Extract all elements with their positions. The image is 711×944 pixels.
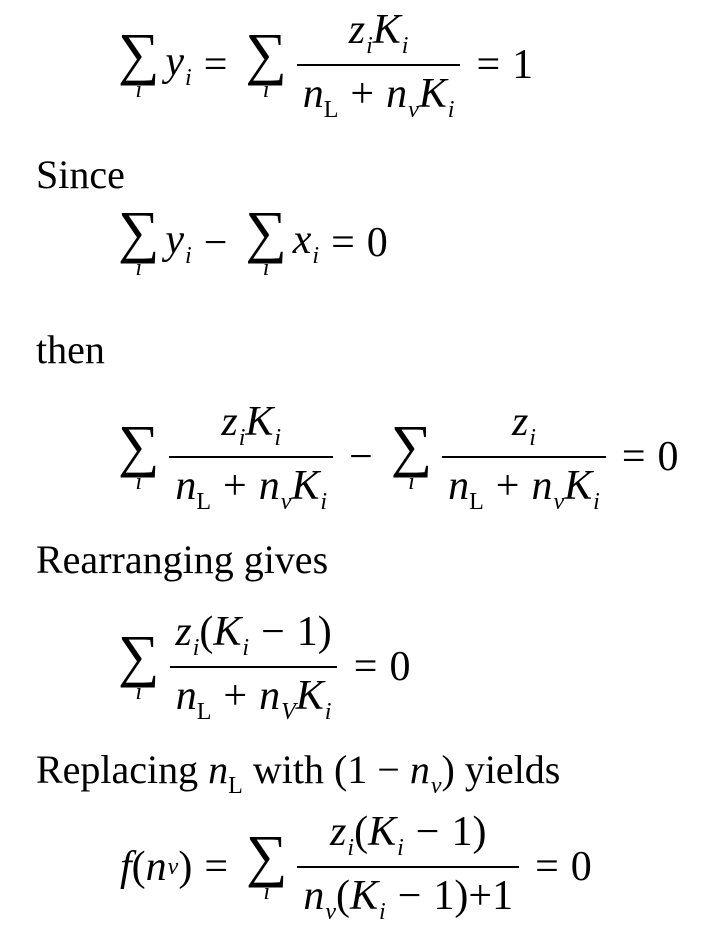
equation-difference: ∑i ziKi nL+nvKi − ∑i zi nL+nvKi =0 [118,399,679,515]
text-then: then [36,327,105,372]
equation-rearranged: ∑i zi(Ki−1) nL+nVKi =0 [118,609,411,725]
text-since: Since [36,152,125,197]
fraction: ziKi nL+nvKi [296,6,461,124]
summation: ∑i [118,20,160,104]
equation-sum-y-minus-sum-x: ∑i yi − ∑i xi =0 [118,199,388,282]
text-replacing: Replacing nL with (1 − nv) yields [36,747,561,799]
text-rearranging: Rearranging gives [36,537,329,582]
equation-sum-y-equals-1: ∑i yi = ∑i ziKi nL+nvKi =1 [118,6,534,124]
